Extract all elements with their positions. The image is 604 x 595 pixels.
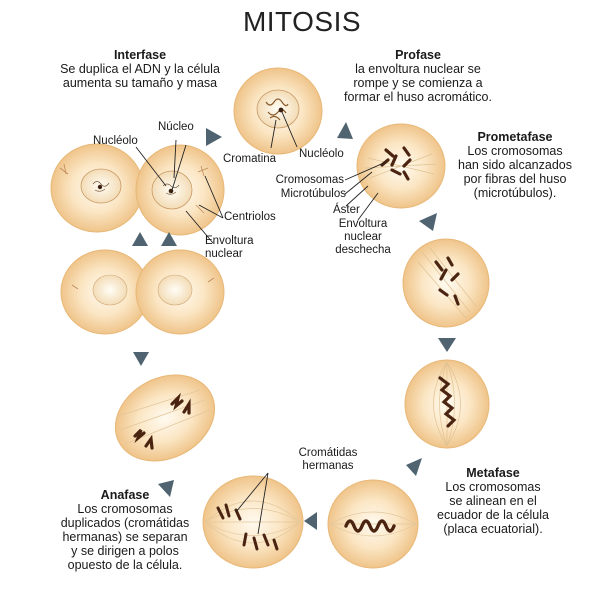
- cycle-arrows: [132, 122, 456, 530]
- stage-profase: Profase la envoltura nuclear se rompe y …: [328, 48, 508, 104]
- cell-telofase: [60, 249, 225, 335]
- arrow-interfase-icon: [132, 232, 148, 246]
- stage-prometafase: Prometafase Los cromosomas han sido alca…: [440, 130, 590, 200]
- stage-profase-desc: la envoltura nuclear se rompe y se comie…: [344, 62, 492, 104]
- label-cromatidas: Cromátidas hermanas: [298, 447, 358, 472]
- stage-interfase-desc: Se duplica el ADN y la célula aumenta su…: [60, 62, 220, 90]
- arrow-anafase2-icon: [158, 480, 174, 497]
- arrow-interfase2-icon: [161, 232, 177, 246]
- stage-metafase-name: Metafase: [466, 466, 520, 480]
- stage-interfase: Interfase Se duplica el ADN y la célula …: [40, 48, 240, 90]
- stage-metafase: Metafase Los cromosomas se alinean en el…: [418, 466, 568, 536]
- label-aster: Áster: [333, 204, 360, 216]
- cell-anafase-late: [114, 374, 216, 462]
- stage-profase-name: Profase: [395, 48, 441, 62]
- label-microtubulos: Microtúbulos: [280, 188, 346, 200]
- cell-interfase-left: [50, 143, 144, 233]
- label-nucleolo-interfase: Nucléolo: [93, 135, 138, 147]
- label-cromosomas: Cromosomas: [275, 174, 344, 186]
- arrow-telofase-icon: [133, 352, 149, 366]
- stage-anafase: Anafase Los cromosomas duplicados (cromá…: [50, 488, 200, 572]
- cell-prometafase: [356, 123, 446, 209]
- label-nucleo: Núcleo: [158, 121, 194, 133]
- cell-prometafase-2: [402, 238, 490, 328]
- stage-prometafase-name: Prometafase: [477, 130, 553, 144]
- arrow-prometafase2-icon: [419, 213, 437, 231]
- label-envoltura-deschecha: Envoltura nuclear deschecha: [335, 218, 391, 256]
- stage-interfase-name: Interfase: [113, 48, 167, 62]
- label-centriolos: Centriolos: [224, 211, 276, 223]
- cell-profase: [233, 67, 323, 155]
- arrow-metafase2-icon: [406, 458, 422, 476]
- leader-lines: [135, 111, 387, 535]
- stage-metafase-desc: Los cromosomas se alinean en el ecuador …: [437, 480, 549, 536]
- cell-metafase: [327, 479, 419, 569]
- stage-anafase-desc: Los cromosomas duplicados (cromátidas he…: [60, 502, 190, 572]
- label-cromatina: Cromatina: [223, 153, 277, 165]
- cell-metafase-side: [404, 359, 490, 449]
- stage-prometafase-desc: Los cromosomas han sido alcanzados por f…: [458, 144, 572, 200]
- arrow-anafase-icon: [304, 512, 317, 530]
- arrow-profase-icon: [206, 128, 222, 146]
- cell-anafase: [202, 475, 304, 569]
- arrow-prometafase-icon: [337, 122, 353, 139]
- arrow-metafase-icon: [438, 338, 456, 352]
- stage-anafase-name: Anafase: [100, 488, 150, 502]
- label-envoltura-nuclear: Envoltura nuclear: [205, 235, 254, 260]
- page-title: MITOSIS: [242, 6, 362, 37]
- label-nucleolo-profase: Nucléolo: [299, 148, 344, 160]
